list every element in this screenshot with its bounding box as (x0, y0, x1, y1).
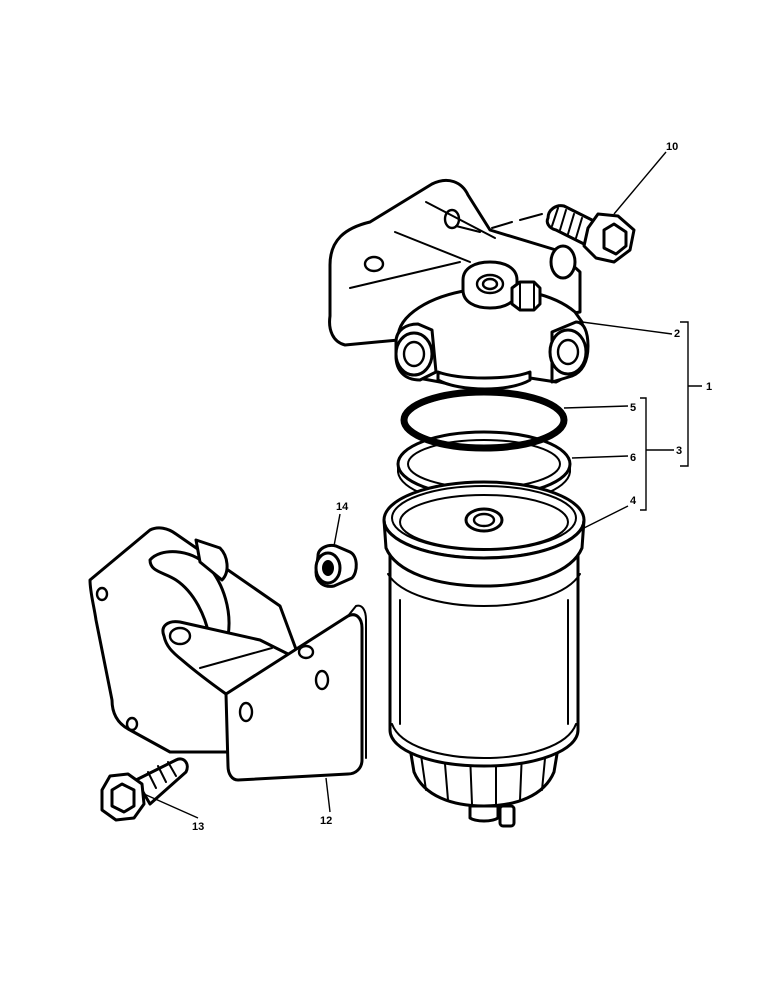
washer-14 (314, 544, 358, 588)
leader-lines (143, 151, 702, 819)
callout-5: 5 (630, 402, 636, 414)
callout-3: 3 (676, 445, 682, 457)
callout-1: 1 (706, 381, 712, 393)
callout-13: 13 (192, 821, 204, 833)
callout-10: 10 (666, 141, 678, 153)
callout-2: 2 (674, 328, 680, 340)
callout-12: 12 (320, 815, 332, 827)
filter-head (328, 179, 590, 391)
filter-cartridge-4 (382, 480, 586, 828)
o-ring-5 (400, 388, 568, 452)
bolt-10 (545, 204, 636, 264)
callout-14: 14 (336, 501, 349, 513)
callout-4: 4 (630, 495, 637, 507)
bracket-12 (88, 526, 367, 782)
callout-6: 6 (630, 452, 636, 464)
bolt-13 (100, 757, 189, 822)
assembly-centerline (455, 213, 543, 233)
